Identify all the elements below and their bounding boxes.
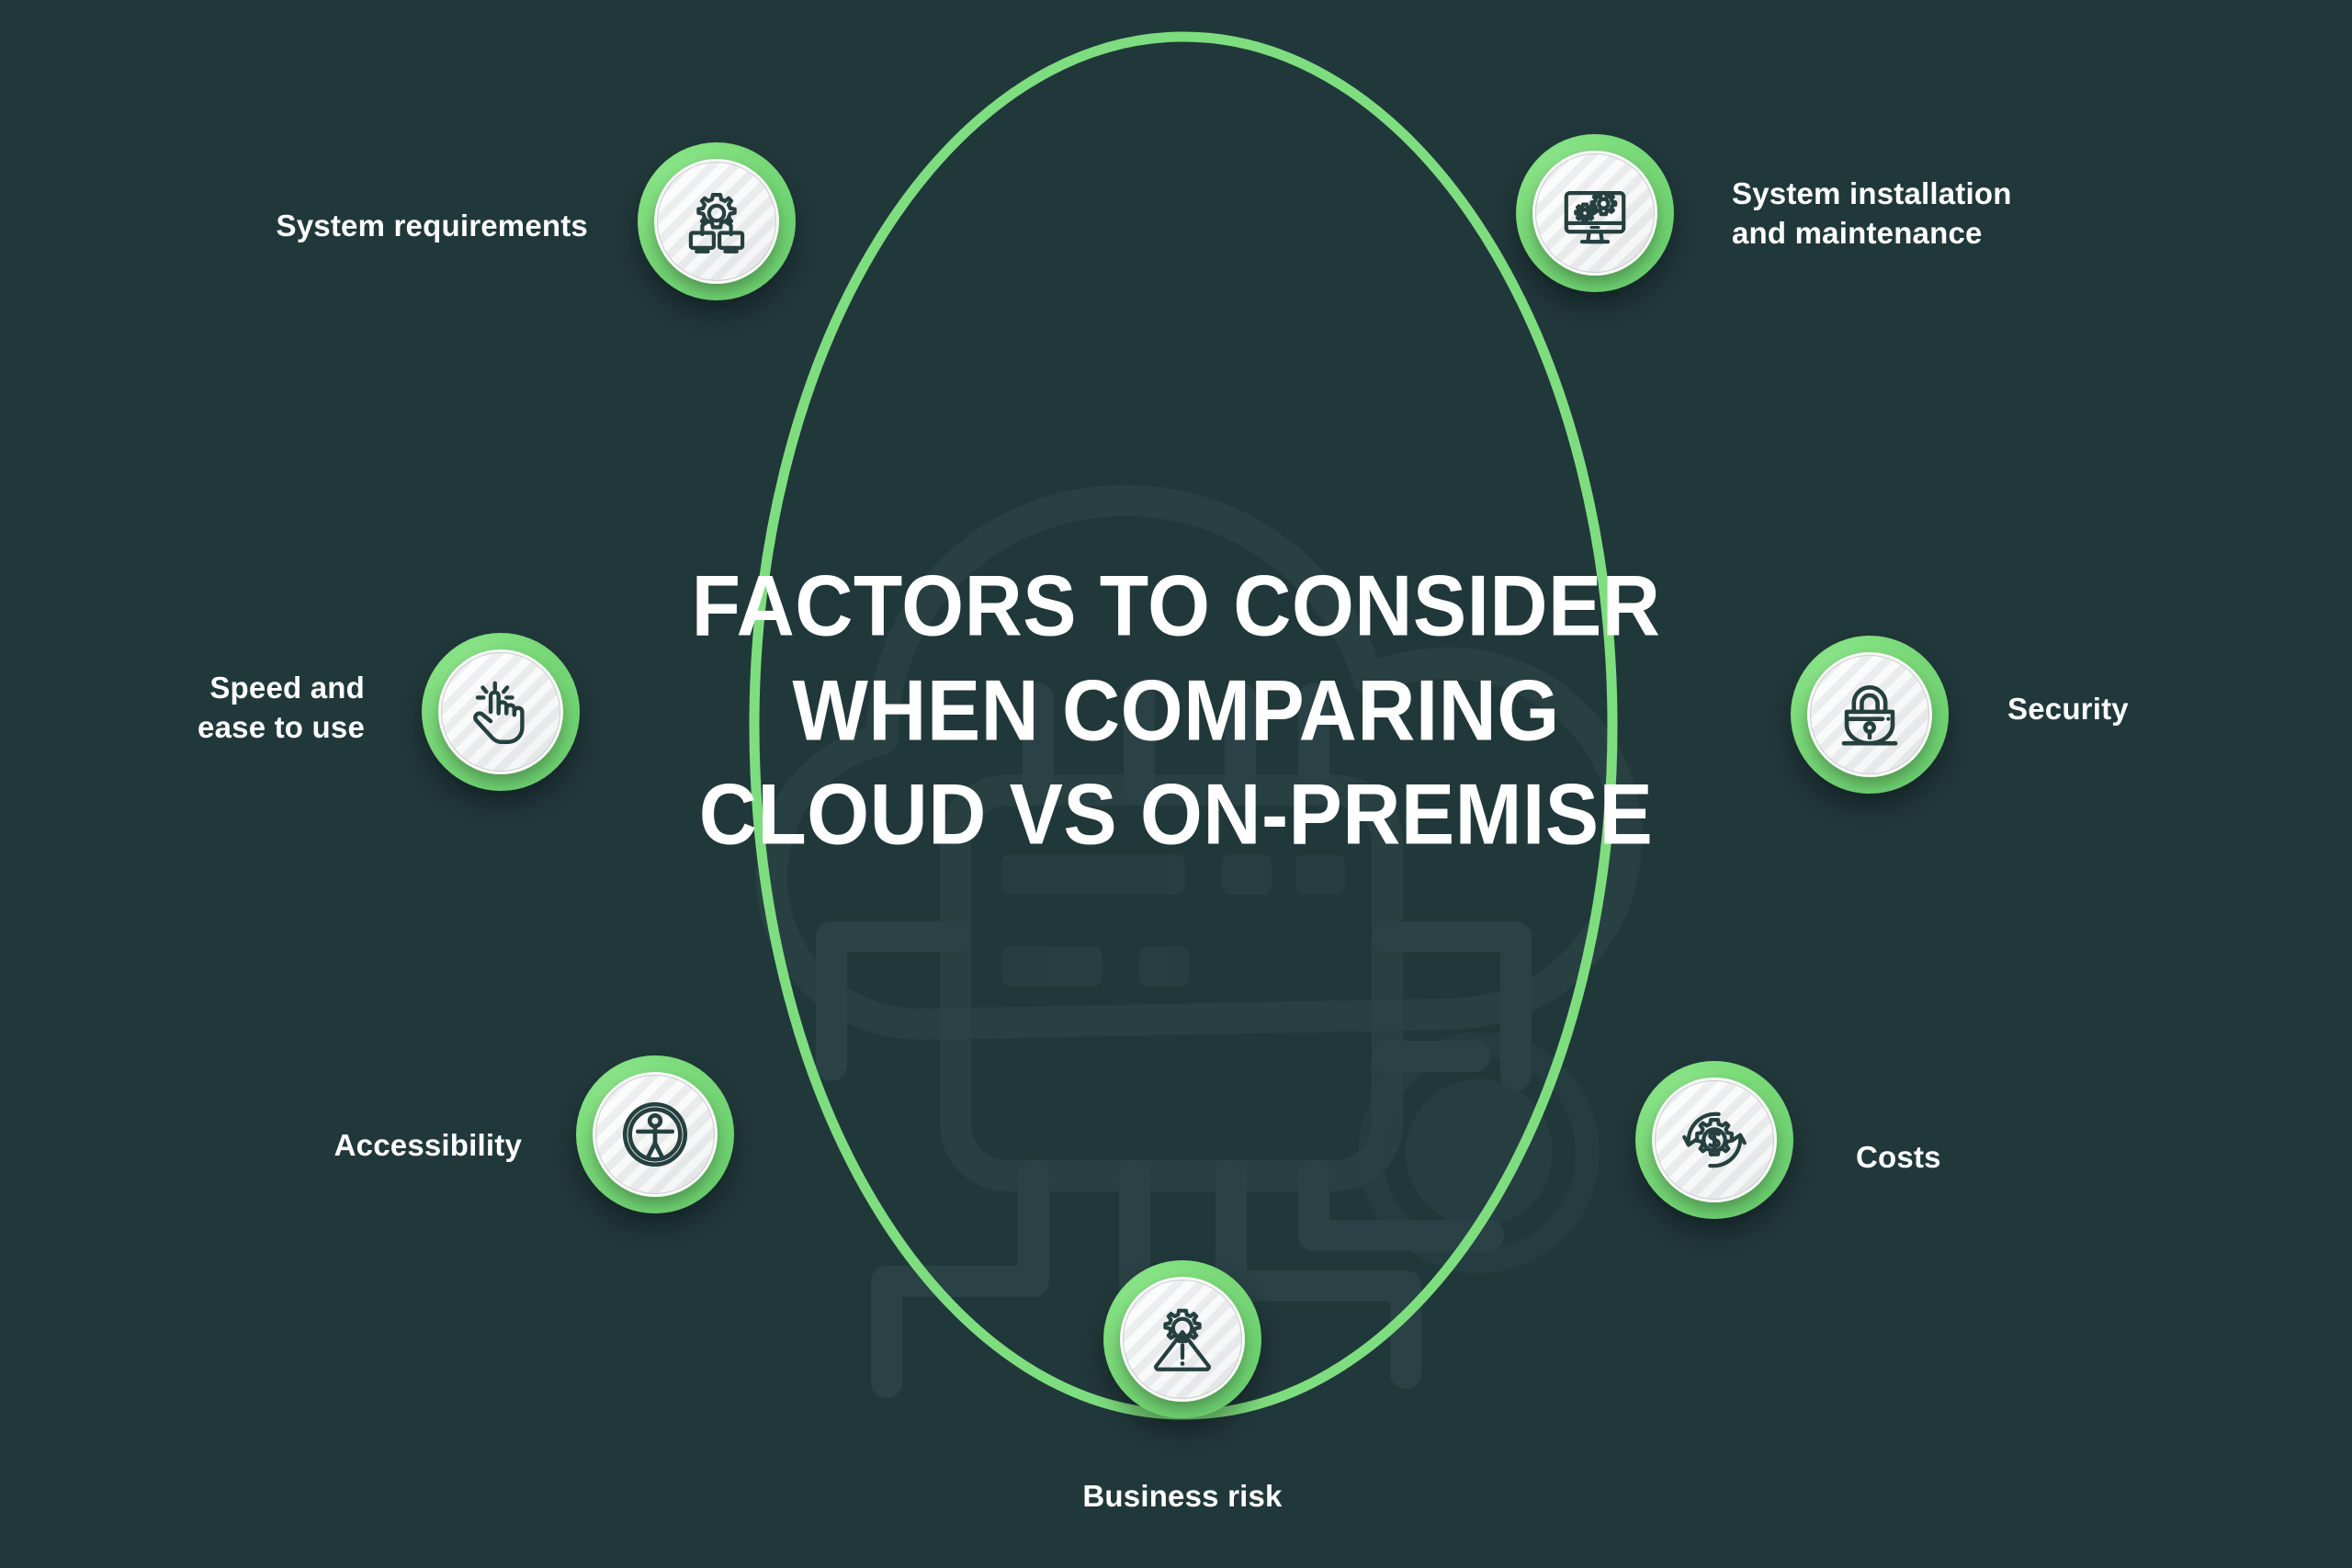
node-face <box>438 649 563 774</box>
warning-triangle-gear-icon <box>1147 1303 1218 1375</box>
node-accessibility[interactable] <box>576 1055 734 1213</box>
universal-access-icon <box>619 1099 691 1170</box>
label-speed-and-ease-to-use: Speed and ease to use <box>198 671 365 744</box>
node-face <box>593 1072 718 1197</box>
label-costs: Costs <box>1856 1140 1941 1174</box>
node-business-risk[interactable] <box>1103 1260 1261 1418</box>
label-system-requirements: System requirements <box>276 209 588 243</box>
padlock-icon <box>1834 679 1905 750</box>
node-costs[interactable] <box>1635 1061 1793 1219</box>
label-security: Security <box>2007 692 2129 726</box>
node-face <box>1652 1077 1777 1202</box>
label-accessibility: Accessibility <box>334 1128 522 1162</box>
node-speed-and-ease-to-use[interactable] <box>422 633 580 791</box>
node-system-installation-and-maintenance[interactable] <box>1516 134 1674 292</box>
node-face <box>1120 1277 1245 1402</box>
node-system-requirements[interactable] <box>638 142 796 300</box>
node-face <box>654 159 779 284</box>
click-hand-cursor-icon <box>465 676 537 748</box>
node-face <box>1807 652 1932 777</box>
label-system-installation-and-maintenance: System installation and maintenance <box>1732 176 2012 250</box>
title-line-1: FACTORS TO CONSIDER <box>691 557 1661 654</box>
gear-two-monitors-icon <box>681 186 752 257</box>
node-security[interactable] <box>1791 636 1949 794</box>
title-line-3: CLOUD VS ON-PREMISE <box>698 765 1654 863</box>
title-line-2: WHEN COMPARING <box>792 661 1560 759</box>
page-title: FACTORS TO CONSIDER WHEN COMPARING CLOUD… <box>634 553 1718 866</box>
monitor-gears-icon <box>1559 177 1631 249</box>
node-face <box>1532 151 1657 276</box>
dollar-gear-cycle-icon <box>1679 1104 1750 1176</box>
label-business-risk: Business risk <box>1082 1479 1283 1513</box>
